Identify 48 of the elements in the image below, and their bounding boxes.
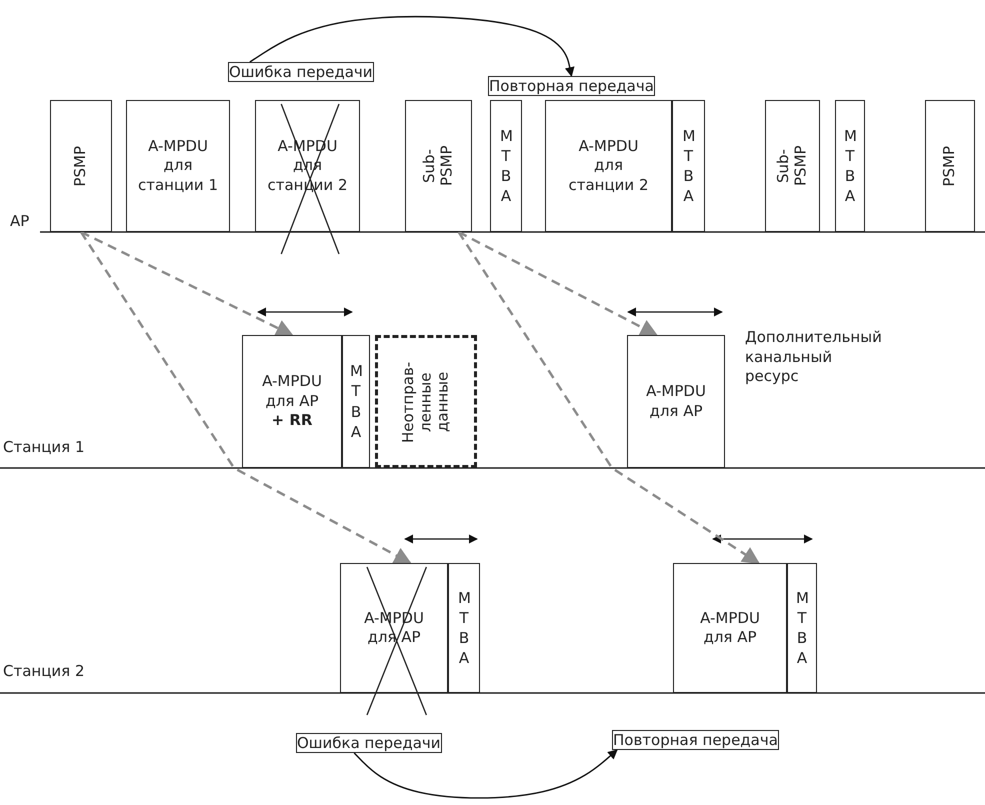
arrow [458, 230, 658, 336]
frame-box [925, 100, 975, 232]
frame-box [126, 100, 230, 232]
dashed-frame-box [375, 335, 477, 468]
frame-box [490, 100, 522, 232]
frame-box [673, 563, 787, 693]
frame-box [50, 100, 112, 232]
arrow [80, 231, 412, 564]
frame-label: Неотправ- ленные данные [400, 360, 452, 444]
frame-box [765, 100, 820, 232]
frame-label: PSMP [941, 146, 959, 186]
frame-box [627, 335, 725, 468]
frame-box [340, 563, 448, 693]
arrow [354, 749, 618, 799]
frame-label: MTBA [458, 588, 470, 668]
arrow [458, 231, 760, 564]
frame-label: Sub- PSMP [775, 144, 810, 188]
arrow [80, 230, 294, 336]
frame-label: Повторная передача [613, 731, 778, 749]
frame-label: MTBA [350, 361, 362, 442]
frame-box [448, 563, 480, 693]
row-label: Станция 1 [3, 438, 85, 458]
frame-label: Ошибка передачи [229, 63, 373, 81]
frame-label: A-MPDU для станции 2 [567, 136, 650, 196]
annotation-text: Дополнительный канальный ресурс [745, 328, 880, 386]
frame-label: MTBA [500, 126, 512, 206]
frame-label: MTBA [682, 126, 694, 206]
frame-box [545, 100, 672, 232]
frame-box [242, 335, 342, 468]
row-label: AP [10, 212, 30, 232]
frame-box [255, 100, 360, 232]
frame-label: MTBA [796, 588, 808, 668]
row-label: Станция 2 [3, 662, 85, 682]
arrow [249, 16, 574, 77]
frame-box [787, 563, 817, 693]
frame-label: A-MPDU для AP [645, 382, 707, 421]
frame-label: A-MPDU для станции 1 [136, 136, 219, 196]
frame-label: PSMP [72, 146, 90, 186]
frame-box [672, 100, 705, 232]
frame-label: A-MPDU для AP [699, 608, 761, 648]
frame-label: A-MPDU для AP + RR [261, 372, 323, 431]
frame-label: Ошибка передачи [297, 734, 441, 752]
frame-box [342, 335, 370, 468]
frame-box [405, 100, 472, 232]
frame-label: MTBA [844, 126, 856, 206]
frame-box [835, 100, 865, 232]
frame-label: Sub- PSMP [421, 144, 456, 188]
frame-label: Повторная передача [489, 77, 654, 95]
